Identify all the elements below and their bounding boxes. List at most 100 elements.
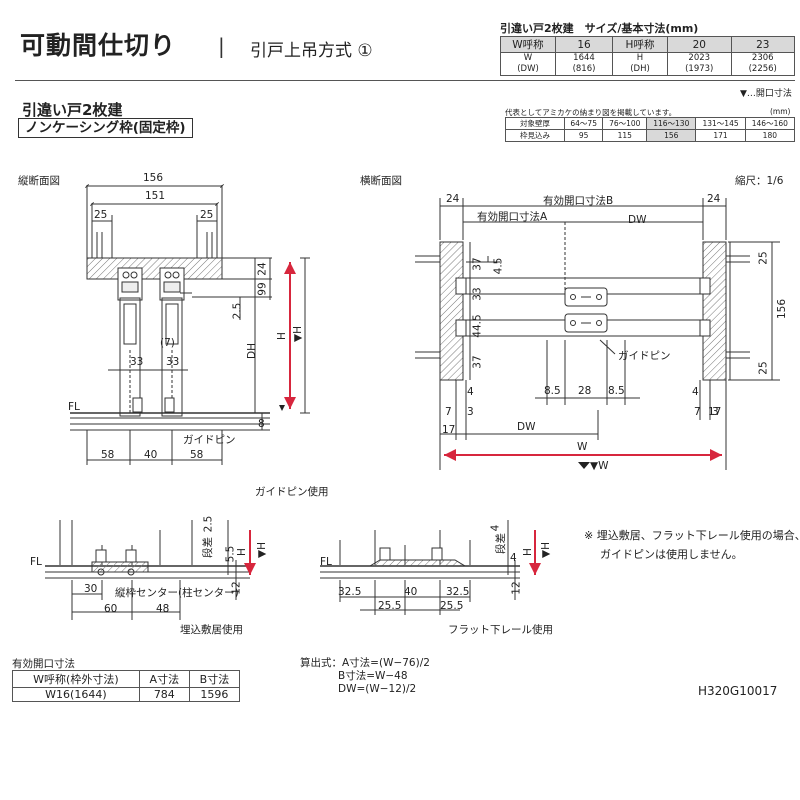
open-width-marker	[578, 462, 590, 469]
dim-label: W	[577, 441, 588, 453]
guide-pin-label-h: ガイドピン	[618, 350, 671, 362]
open-height-marker	[279, 405, 285, 411]
formula-line: B寸法=W−48	[338, 670, 408, 682]
dim-label: 2.5	[202, 515, 215, 533]
size-h-dim2-20: (1973)	[685, 64, 714, 74]
dim-label: 33	[471, 287, 484, 301]
page-subtitle: 引戸上吊方式 ①	[250, 41, 373, 61]
dim-label: 151	[145, 190, 166, 202]
floor-label: FL	[68, 401, 80, 413]
dim-label: 33	[166, 356, 180, 368]
dim-label: (7)	[160, 337, 175, 349]
page-title: 可動間仕切り	[20, 31, 177, 60]
wall-cell: 64～75	[563, 117, 604, 130]
center-label: 縦枠センター(柱センター)	[115, 587, 239, 599]
dim-label: 25	[757, 361, 770, 375]
size-h-dim2-23: (2256)	[748, 64, 777, 74]
guide-pin-label: ガイドピン	[183, 434, 236, 446]
step-label: 段差	[495, 533, 507, 554]
dim-label: 8.5	[544, 385, 561, 397]
formula-block: 算出式：A寸法=(W−76)/2 B寸法=W−48 DW=(W−12)/2	[300, 657, 430, 696]
dim-label: 4	[510, 552, 517, 564]
dim-label: 7	[694, 406, 701, 418]
dim-label: 5.5	[224, 545, 237, 563]
size-w-head: W呼称	[500, 36, 556, 53]
dim-label: H	[521, 548, 534, 556]
section-subtitle: ノンケーシング枠(固定枠)	[18, 118, 193, 138]
floor-label: FL	[320, 556, 332, 568]
dim-label: 37	[471, 257, 484, 271]
dim-label: H	[235, 548, 248, 556]
effective-head: B寸法	[188, 670, 241, 688]
dim-label: 17	[708, 406, 722, 418]
horizontal-section	[415, 198, 780, 470]
size-table: W呼称 16 H呼称 20 23 W(DW) 1644(816) H(DH) 2…	[500, 36, 795, 76]
effective-head: A寸法	[138, 670, 190, 688]
detail-right	[320, 520, 520, 615]
note-mark: ※	[584, 529, 594, 542]
dim-label: 25	[200, 209, 214, 221]
eff-a-label: 有効開口寸法A	[477, 211, 548, 223]
dim-label: 28	[578, 385, 592, 397]
header-divider	[15, 80, 795, 81]
dim-label: 8	[258, 418, 265, 430]
dim-label: 4	[467, 386, 474, 398]
section-title: 引違い戸2枚建	[22, 101, 123, 119]
dim-label: 2.5	[231, 302, 244, 320]
size-h-val-20: 20	[667, 36, 732, 53]
dim-label: 25	[94, 209, 108, 221]
scale-label: 縮尺：1/6	[735, 175, 784, 187]
size-w-dim2: (816)	[572, 64, 596, 74]
dim-label: 3	[712, 406, 719, 418]
vertical-section	[70, 184, 310, 465]
dim-label: 25	[757, 251, 770, 265]
eff-b-label: 有効開口寸法B	[543, 195, 614, 207]
detail-left-caption: 埋込敷居使用	[180, 624, 243, 636]
size-w-label: W	[523, 53, 533, 63]
effective-cell: 1596	[188, 687, 241, 702]
dim-label: DH	[245, 343, 258, 359]
effective-head: W呼称(枠外寸法)	[12, 670, 140, 688]
size-h-dim-20: 2023	[688, 53, 711, 63]
detail-left	[45, 520, 250, 620]
dim-label: 4	[489, 524, 502, 532]
effective-table-title: 有効開口寸法	[12, 658, 75, 670]
dim-label: DW	[517, 421, 536, 433]
detail-right-caption: フラット下レール使用	[448, 624, 553, 636]
dim-label: 17	[442, 424, 456, 436]
wall-table: 対象壁厚 64～75 76～100 116～130 131～145 146～16…	[505, 117, 796, 142]
wall-table-caption: 代表としてアミカケの納まり図を掲載しています。	[505, 108, 677, 117]
wall-cell: 146～160	[744, 117, 796, 130]
effective-table: W呼称(枠外寸法) A寸法 B寸法 W16(1644) 784 1596	[12, 670, 241, 702]
dim-label: ▼H	[539, 542, 552, 558]
open-dim-note: ▼…開口寸法	[740, 89, 792, 99]
wall-table-unit: (mm)	[770, 107, 791, 116]
title-separator: |	[218, 34, 225, 58]
size-table-caption: 引違い戸2枚建 サイズ/基本寸法(mm)	[500, 22, 699, 35]
dim-label: 24	[446, 193, 460, 205]
wall-cell: 180	[744, 129, 796, 142]
size-w-dim: 1644	[573, 53, 595, 63]
floor-label: FL	[30, 556, 42, 568]
dim-label: H	[275, 332, 288, 340]
dim-label: 24	[256, 262, 269, 276]
horizontal-view-label: 横断面図	[360, 175, 402, 187]
dim-label: DW	[628, 214, 647, 226]
dim-label: 3	[467, 406, 474, 418]
dim-label: 60	[104, 603, 118, 615]
dim-label: 58	[101, 449, 115, 461]
dim-label: 4	[692, 386, 699, 398]
size-h-label2: (DH)	[630, 64, 650, 74]
dim-label: ▼W	[590, 460, 609, 472]
size-w-label2: (DW)	[517, 64, 539, 74]
formula-line: DW=(W−12)/2	[338, 683, 417, 695]
dim-label: 30	[84, 583, 98, 595]
wall-cell: 95	[563, 129, 604, 142]
dim-label: ▼H	[255, 542, 268, 558]
dim-label: 24	[707, 193, 721, 205]
size-h-label: H	[636, 53, 644, 63]
wall-row2-head: 枠見込み	[505, 129, 565, 142]
effective-cell: 784	[138, 687, 190, 702]
effective-cell: W16(1644)	[12, 687, 140, 702]
